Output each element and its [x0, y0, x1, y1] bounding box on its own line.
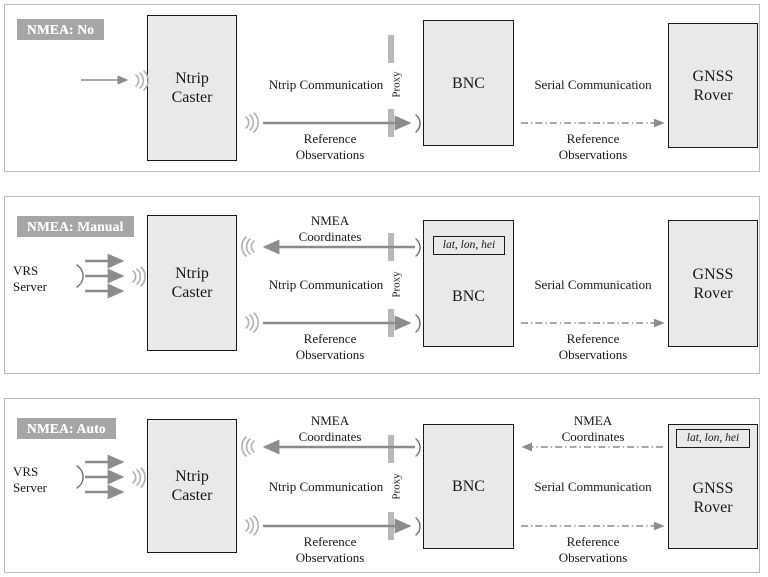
label-vrs-server-line2: Server: [13, 480, 47, 495]
node-label-line2: Rover: [693, 284, 733, 302]
proxy-barrier-top: [388, 35, 394, 63]
label-nmea-coordinates-line2: Coordinates: [298, 229, 362, 244]
vrs-arc-icon: [76, 264, 84, 288]
label-serial-reference-line2: Observations: [558, 550, 628, 565]
node-label-line2: Rover: [693, 498, 733, 516]
label-vrs-server-line1: VRS: [13, 263, 39, 278]
label-ntrip-communication: Ntrip Communication: [268, 479, 384, 494]
node-label-line1: Ntrip: [175, 468, 209, 485]
label-nmea-coordinates-line1: NMEA: [310, 413, 350, 428]
label-vrs-server-line2: Server: [13, 279, 47, 294]
label-nmea-coordinates-line1: NMEA: [310, 213, 350, 228]
node-ntrip-caster: Ntrip Caster: [147, 15, 237, 161]
node-label-line1: GNSS: [692, 479, 734, 497]
label-reference-observations-line1: Reference: [303, 534, 357, 549]
node-label-line1: GNSS: [692, 67, 734, 85]
label-serial-reference-line1: Reference: [566, 331, 620, 346]
label-reference-observations-line2: Observations: [295, 147, 365, 162]
panel-nmea-manual: NMEA: Manual Ntrip Caster BNC lat, lon, …: [4, 196, 760, 374]
node-gnss-rover: GNSS Rover: [668, 23, 758, 148]
panel-nmea-auto: NMEA: Auto Ntrip Caster BNC GNSS Rover l…: [4, 398, 760, 573]
antenna-wave-icon: [245, 112, 259, 133]
label-serial-reference-line1: Reference: [566, 131, 620, 146]
panel-connectors: [76, 435, 665, 540]
label-ntrip-communication: Ntrip Communication: [268, 277, 384, 292]
label-serial-communication: Serial Communication: [534, 77, 652, 92]
node-label-line2: Rover: [693, 86, 733, 104]
antenna-wave-icon: [132, 467, 146, 488]
label-serial-reference-line2: Observations: [558, 347, 628, 362]
label-rover-nmea-line1: NMEA: [573, 413, 613, 428]
label-reference-observations-line2: Observations: [295, 347, 365, 362]
node-label-line1: GNSS: [692, 265, 734, 283]
node-bnc: BNC: [423, 424, 514, 549]
node-label-bnc: BNC: [452, 288, 485, 305]
label-serial-reference-line2: Observations: [558, 147, 628, 162]
badge-nmea-mode: NMEA: Auto: [17, 418, 116, 439]
node-label-bnc: BNC: [452, 478, 485, 495]
node-ntrip-caster: Ntrip Caster: [147, 419, 237, 553]
antenna-wave-icon: [245, 515, 259, 536]
label-reference-observations-line1: Reference: [303, 331, 357, 346]
antenna-wave-icon: [132, 266, 146, 287]
label-reference-observations-line1: Reference: [303, 131, 357, 146]
badge-nmea-mode: NMEA: No: [17, 19, 105, 40]
antenna-wave-icon: [241, 436, 255, 457]
label-nmea-coordinates-line2: Coordinates: [298, 429, 362, 444]
label-serial-communication: Serial Communication: [534, 479, 652, 494]
antenna-wave-icon: [241, 236, 255, 257]
panel-connectors: [81, 35, 665, 137]
badge-nmea-mode: NMEA: Manual: [17, 216, 134, 237]
node-label-line2: Caster: [171, 284, 213, 301]
panel-connectors: [76, 233, 665, 337]
chip-lat-lon-hei: lat, lon, hei: [433, 236, 505, 255]
antenna-wave-icon: [135, 70, 149, 91]
node-label-bnc: BNC: [452, 74, 485, 92]
panel-nmea-no: NMEA: No Ntrip Caster BNC GNSS Rover Pro…: [4, 4, 760, 172]
node-ntrip-caster: Ntrip Caster: [147, 215, 237, 351]
label-serial-reference-line1: Reference: [566, 534, 620, 549]
node-gnss-rover: GNSS Rover: [668, 220, 758, 347]
antenna-wave-icon: [245, 312, 259, 333]
vrs-arc-icon: [76, 465, 84, 489]
node-label-line1: Ntrip: [175, 265, 209, 282]
label-ntrip-communication: Ntrip Communication: [268, 77, 384, 92]
node-label-line2: Caster: [171, 487, 213, 504]
label-serial-communication: Serial Communication: [534, 277, 652, 292]
node-label-line2: Caster: [171, 89, 213, 106]
node-bnc: BNC: [423, 20, 514, 146]
proxy-barrier-top: [388, 435, 394, 463]
label-reference-observations-line2: Observations: [295, 550, 365, 565]
label-rover-nmea-line2: Coordinates: [561, 429, 625, 444]
chip-lat-lon-hei: lat, lon, hei: [676, 429, 750, 448]
node-label-line1: Ntrip: [175, 70, 209, 87]
label-vrs-server-line1: VRS: [13, 464, 39, 479]
